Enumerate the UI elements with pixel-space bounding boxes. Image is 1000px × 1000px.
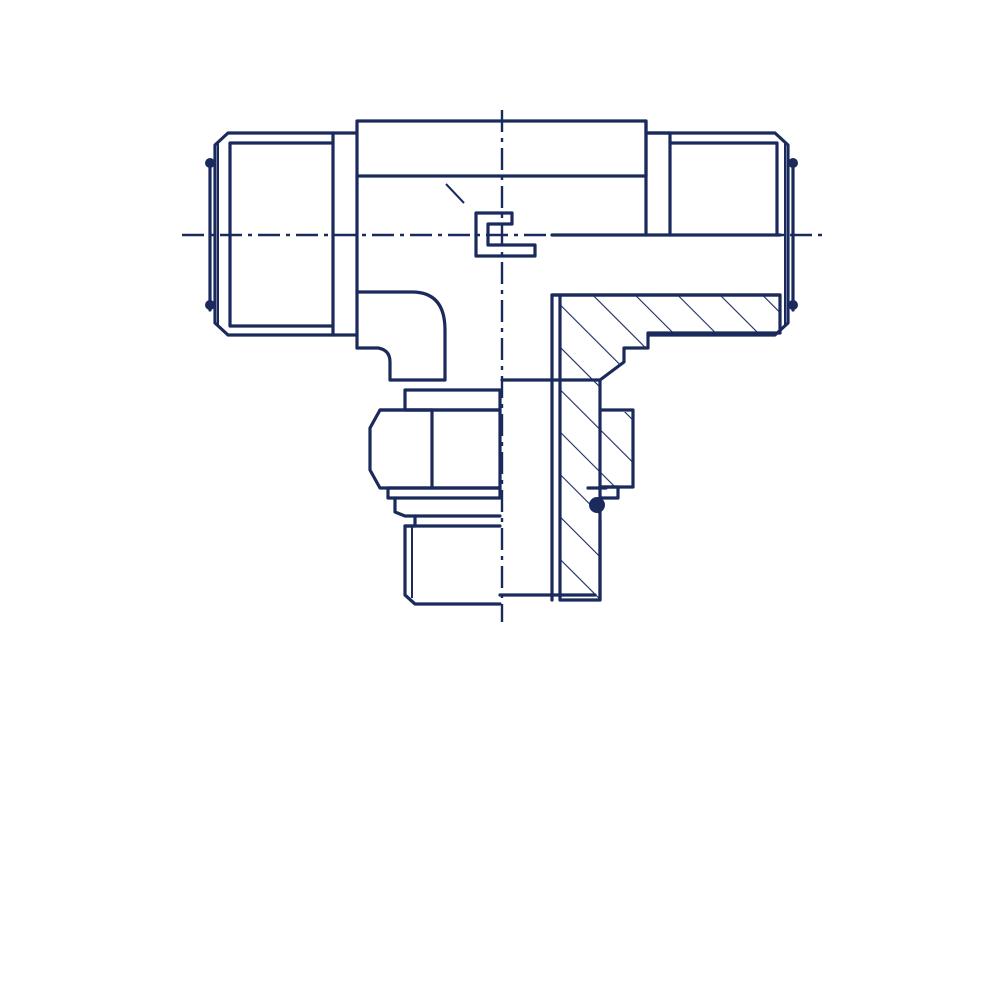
tee-body (355, 119, 648, 382)
lock-nut (368, 388, 502, 500)
right-seal-ring (788, 158, 798, 310)
c-mark-symbol (445, 183, 537, 258)
left-port (205, 131, 359, 337)
right-nut-section (586, 408, 635, 602)
right-port (644, 131, 798, 337)
o-ring (589, 497, 605, 513)
left-seal-ring (205, 158, 215, 310)
lower-stud (393, 496, 597, 606)
hatched-section (550, 293, 782, 602)
